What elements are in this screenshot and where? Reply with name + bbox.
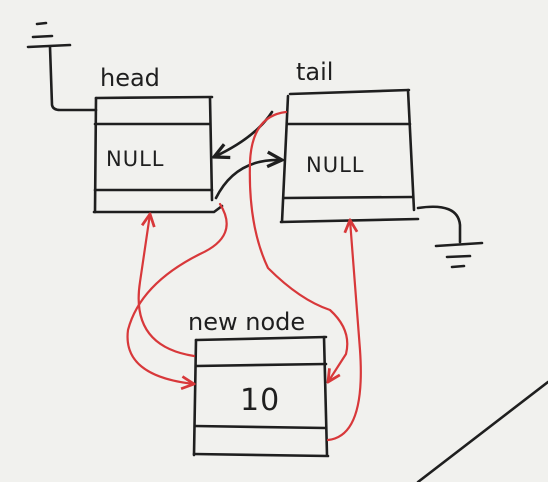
ground-symbol-head <box>26 21 98 112</box>
stray-line <box>416 380 548 482</box>
existing-links <box>214 110 282 200</box>
head-next-to-newnode-arrow <box>126 202 228 384</box>
new-links <box>126 110 362 442</box>
tail-node: tail NULL <box>279 58 420 224</box>
tail-value: NULL <box>306 153 364 177</box>
head-value: NULL <box>106 147 164 171</box>
tail-prev-to-head-arrow <box>214 110 274 157</box>
new-node-label: new node <box>188 308 305 336</box>
tail-prev-to-newnode-arrow <box>248 110 349 382</box>
new-node: new node 10 <box>188 308 330 458</box>
newnode-next-to-tail-arrow <box>326 220 362 442</box>
ground-symbol-tail <box>416 205 484 269</box>
new-node-value: 10 <box>240 383 280 418</box>
newnode-prev-to-head-arrow <box>137 214 196 358</box>
head-node: head NULL <box>92 64 224 214</box>
head-next-to-tail-arrow <box>214 160 282 200</box>
head-label: head <box>100 64 160 92</box>
tail-label: tail <box>296 58 333 86</box>
